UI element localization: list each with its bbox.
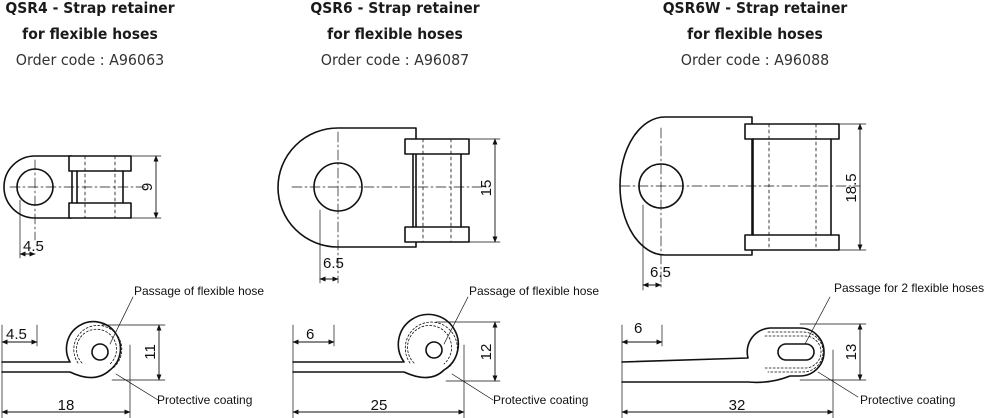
qsr4-coating-label: Protective coating (157, 393, 252, 407)
qsr6-height-dim: 15 (478, 180, 495, 197)
product-header-qsr6w: QSR6W - Strap retainer for flexible hose… (645, 0, 865, 73)
product-subtitle: for flexible hoses (22, 25, 158, 43)
qsr6-passage-label: Passage of flexible hose (469, 284, 599, 298)
qsr4-side-view (1, 296, 166, 418)
qsr4-height-dim: 9 (139, 183, 156, 191)
qsr6-top-view (277, 127, 501, 284)
product-header-qsr4: QSR4 - Strap retainer for flexible hoses… (0, 0, 190, 73)
qsr6w-top-view (619, 116, 867, 291)
qsr6w-side-view (621, 296, 867, 418)
product-subtitle: for flexible hoses (687, 25, 823, 43)
order-code: Order code : A96087 (320, 51, 470, 69)
product-title-text: - Strap retainer (47, 0, 175, 17)
product-code: QSR4 (5, 0, 48, 17)
qsr4-side-offset-dim: 4.5 (6, 326, 27, 343)
qsr6w-height-dim: 18.5 (843, 173, 860, 202)
qsr6-coating-label: Protective coating (493, 393, 588, 407)
qsr6w-hole-offset-dim: 6.5 (650, 264, 671, 281)
qsr6-side-offset-dim: 6 (306, 326, 314, 343)
product-code: QSR6W (662, 0, 721, 17)
qsr6w-coating-label: Protective coating (860, 393, 955, 407)
product-title: QSR6 - Strap retainer (305, 0, 485, 21)
product-title-text: - Strap retainer (720, 0, 848, 17)
qsr4-hole-offset-dim: 4.5 (23, 238, 44, 255)
product-subtitle: for flexible hoses (327, 25, 463, 43)
order-code: Order code : A96088 (680, 51, 830, 69)
qsr6-length-dim: 25 (371, 397, 388, 414)
qsr4-length-dim: 18 (58, 397, 75, 414)
product-header-qsr6: QSR6 - Strap retainer for flexible hoses… (295, 0, 495, 73)
qsr4-top-view (3, 155, 162, 259)
product-title: QSR6W - Strap retainer (656, 0, 854, 21)
qsr4-passage-label: Passage of flexible hose (134, 284, 264, 298)
qsr6-hole-offset-dim: 6.5 (323, 255, 344, 272)
qsr6w-side-height-dim: 13 (843, 344, 860, 361)
qsr6w-length-dim: 32 (729, 397, 746, 414)
qsr6-side-height-dim: 12 (478, 344, 495, 361)
product-code: QSR6 (310, 0, 353, 17)
qsr6-side-view (292, 296, 501, 418)
qsr6w-passage-label: Passage for 2 flexible hoses (834, 281, 984, 295)
product-title-text: - Strap retainer (352, 0, 480, 17)
product-title: QSR4 - Strap retainer (0, 0, 180, 21)
qsr4-side-height-dim: 11 (142, 344, 159, 360)
qsr6w-side-offset-dim: 6 (634, 320, 642, 337)
order-code: Order code : A96063 (15, 51, 165, 69)
